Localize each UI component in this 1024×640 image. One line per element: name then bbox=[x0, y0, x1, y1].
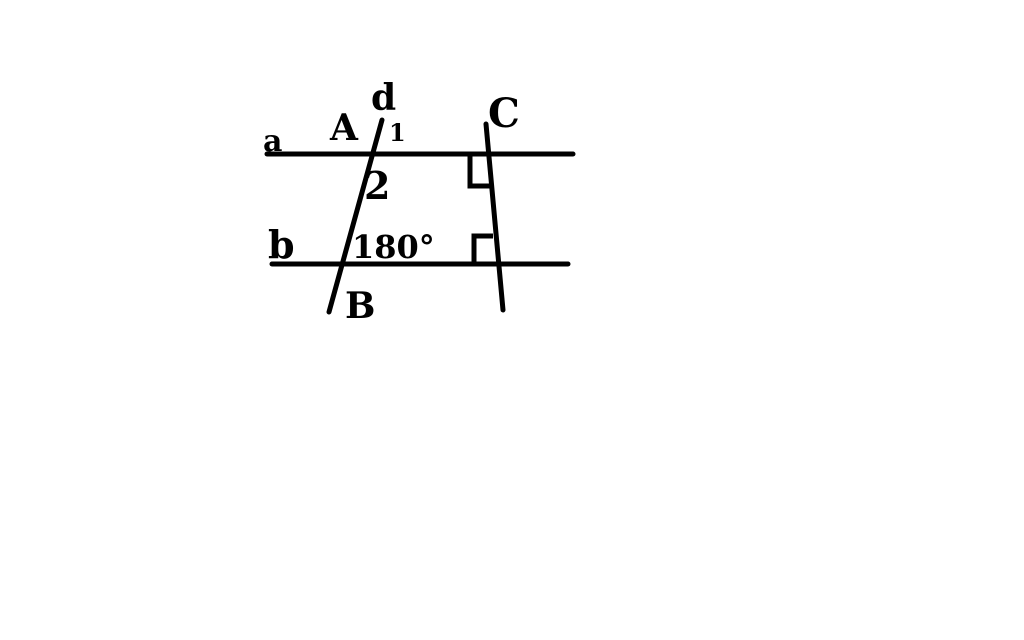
label-line-d: d bbox=[371, 77, 396, 119]
line-c bbox=[483, 121, 506, 313]
label-line-b: b bbox=[268, 222, 295, 267]
label-point-C: C bbox=[488, 90, 520, 137]
label-line-a: a bbox=[263, 124, 282, 159]
label-point-B: B bbox=[345, 285, 375, 327]
line-d bbox=[326, 117, 385, 315]
label-angle-2: 2 bbox=[364, 163, 390, 208]
right-angle-mark-top bbox=[467, 156, 490, 189]
right-angle-mark-bottom bbox=[471, 233, 493, 262]
label-point-A: A bbox=[329, 107, 359, 149]
label-angle-180: 180° bbox=[352, 228, 435, 266]
label-angle-1: 1 bbox=[389, 118, 406, 147]
